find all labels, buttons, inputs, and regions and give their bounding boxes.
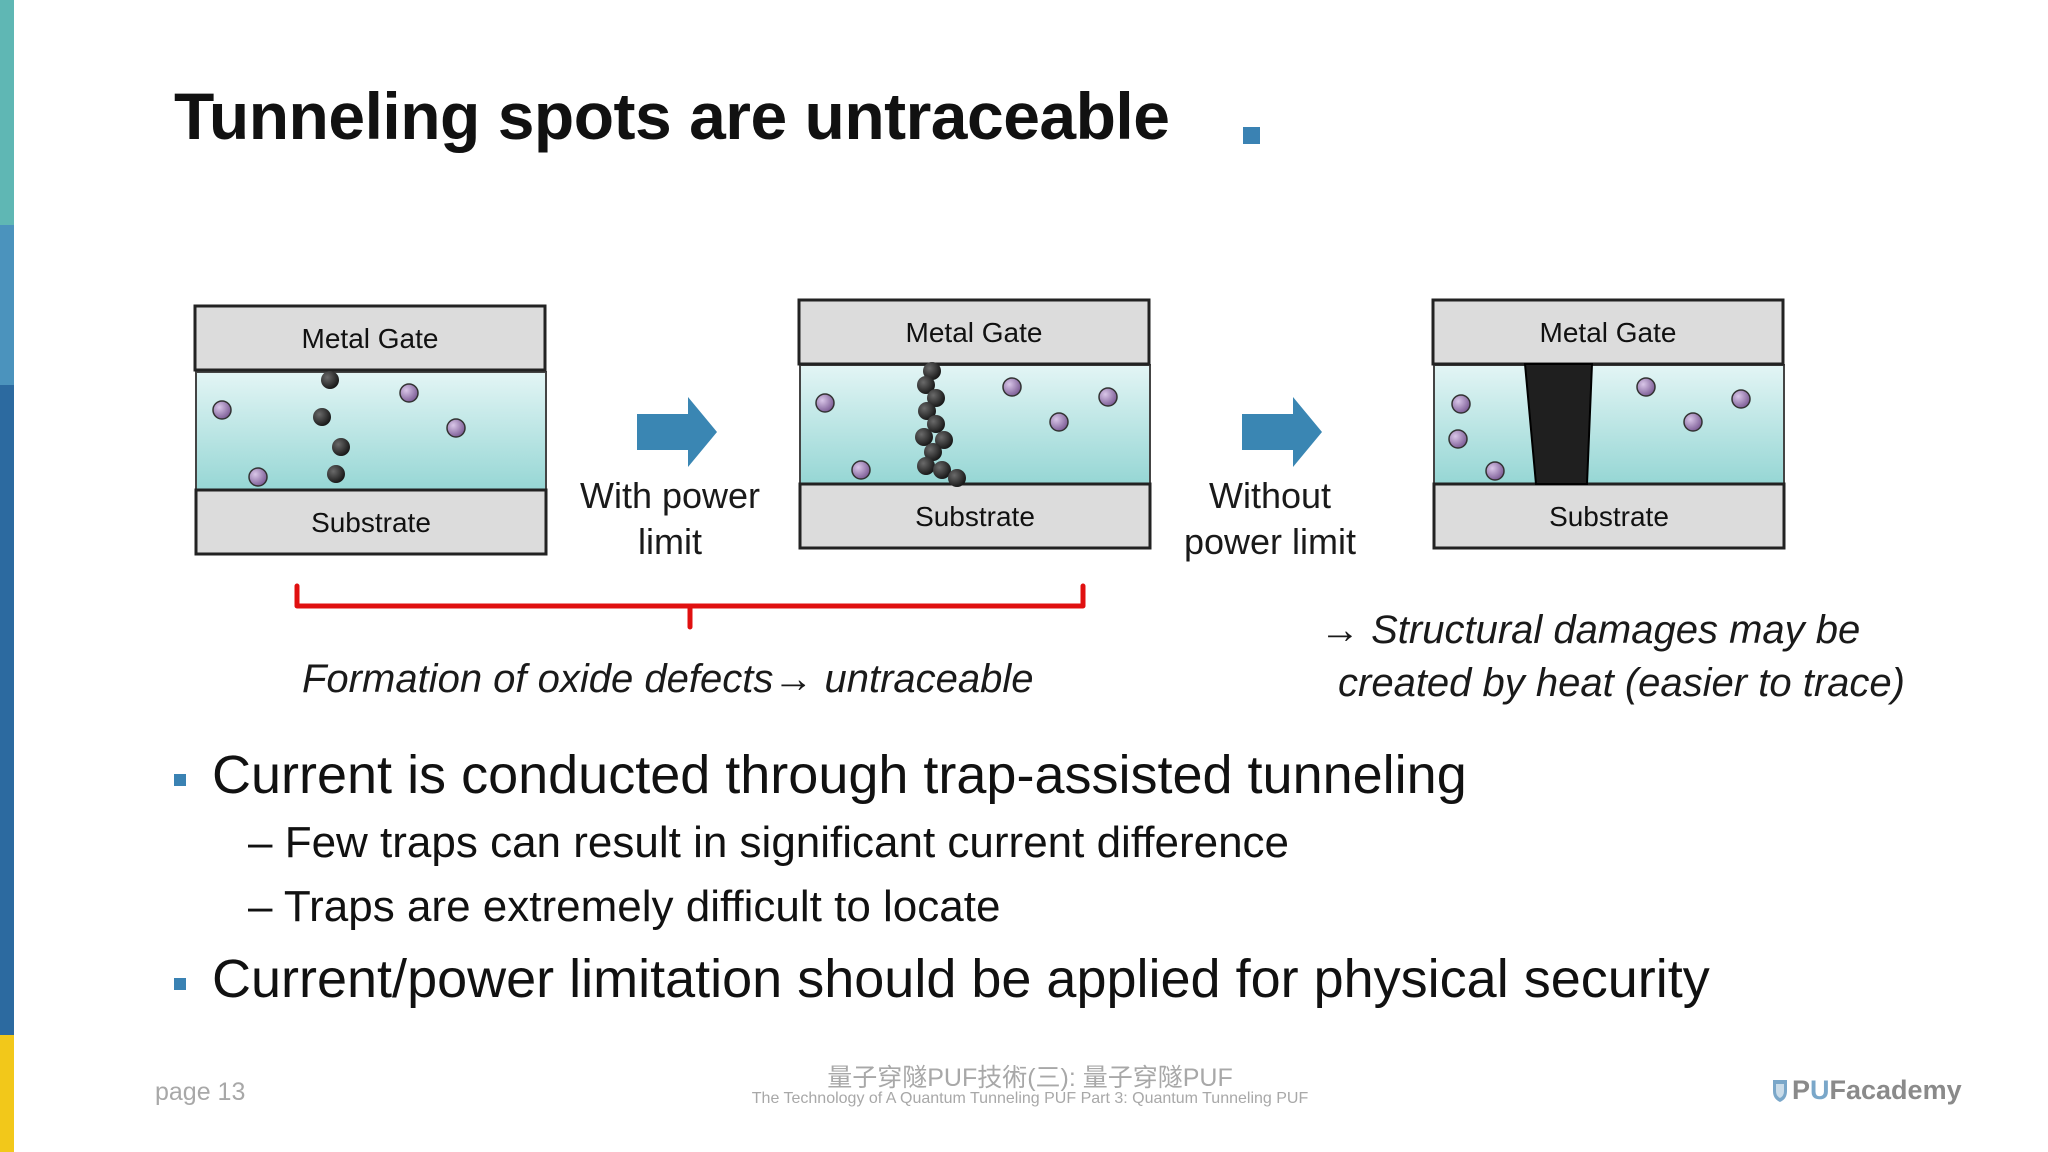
panel-without-power-limit: Metal Gate Substrate — [1431, 298, 1786, 550]
substrate-label: Substrate — [1549, 501, 1669, 532]
logo-emblem-icon — [1773, 1080, 1787, 1102]
defect-chain — [915, 362, 966, 487]
oxide-defects-caption: Formation of oxide defects→ untraceable — [302, 657, 1034, 701]
with-power-limit-label: With power limit — [579, 475, 761, 562]
metal-gate-box — [1431, 298, 1785, 366]
panel-with-power-limit: Metal Gate Substrate — [797, 298, 1152, 550]
footer-title-zh: 量子穿隧PUF技術(三): 量子穿隧PUF — [827, 1064, 1233, 1092]
breakdown-channel — [1523, 363, 1594, 485]
substrate-box — [194, 488, 548, 556]
oxide-traps — [212, 383, 466, 487]
structural-damage-caption-line2: created by heat (easier to trace) — [1338, 661, 1905, 705]
grouping-bracket — [294, 583, 1086, 630]
slide-title: Tunneling spots are untraceable — [174, 79, 1170, 153]
structural-damage-caption-line1: → Structural damages may be — [1320, 608, 1861, 652]
substrate-label: Substrate — [915, 501, 1035, 532]
title-accent-square — [1243, 127, 1260, 144]
substrate-box — [1432, 482, 1786, 550]
substrate-label: Substrate — [311, 507, 431, 538]
footer-title-en: The Technology of A Quantum Tunneling PU… — [751, 1090, 1309, 1107]
left-accent-bar — [0, 0, 14, 1152]
oxide-layer — [195, 371, 547, 493]
sub-bullet-item: – Traps are extremely difficult to locat… — [248, 882, 1001, 931]
metal-gate-label: Metal Gate — [302, 323, 439, 354]
pufacademy-logo: PUFacademy — [1770, 1075, 1962, 1106]
sub-bullet-item: – Few traps can result in significant cu… — [248, 818, 1290, 867]
bullet-square-icon — [174, 978, 186, 990]
panel-initial: Metal Gate Substrate — [193, 304, 548, 556]
right-arrow-icon — [637, 397, 717, 467]
page-number: page 13 — [155, 1078, 246, 1106]
oxide-defects — [313, 371, 350, 483]
metal-gate-label: Metal Gate — [1540, 317, 1677, 348]
metal-gate-label: Metal Gate — [906, 317, 1043, 348]
oxide-traps — [815, 377, 1118, 480]
right-arrow-icon — [1242, 397, 1322, 467]
oxide-traps — [1448, 377, 1751, 481]
bullet-square-icon — [174, 774, 186, 786]
without-power-limit-label: Without power limit — [1183, 475, 1357, 562]
metal-gate-box — [193, 304, 547, 372]
substrate-box — [798, 482, 1152, 550]
metal-gate-box — [797, 298, 1151, 366]
